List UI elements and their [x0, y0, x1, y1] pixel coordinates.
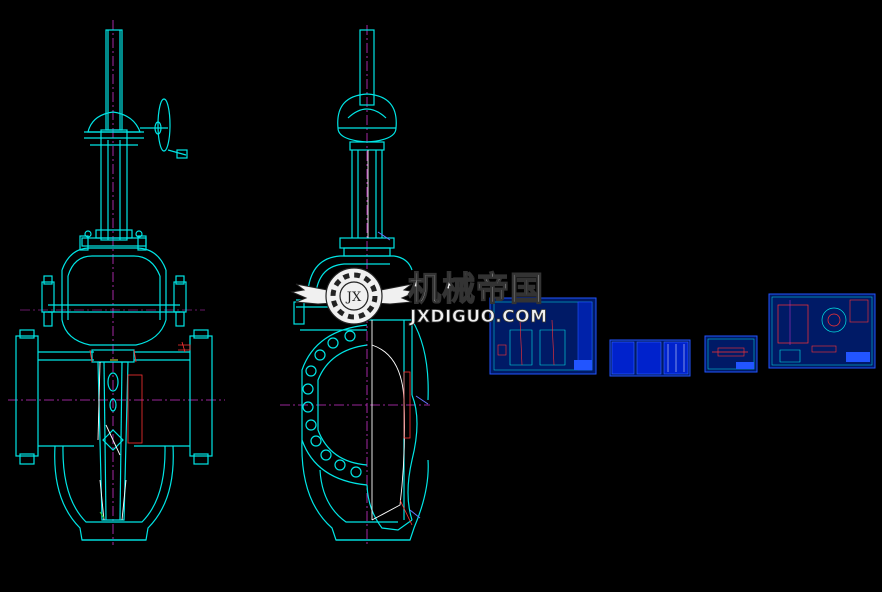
watermark-logo: JX — [290, 267, 418, 325]
side-view-leader-marks — [377, 231, 429, 519]
side-view-bolt-holes — [302, 330, 362, 478]
sheet-bonnet-detail[interactable] — [768, 293, 876, 369]
sheet-stem-detail[interactable] — [704, 335, 758, 373]
watermark-url: JXDIGUO.COM — [409, 307, 548, 327]
side-view-section-hatch — [399, 371, 413, 526]
sheet-assembly[interactable] — [489, 297, 597, 375]
front-view-white-parts — [97, 361, 127, 521]
front-view-dim-marks — [99, 511, 105, 519]
watermark-title: 机械帝国 — [408, 269, 544, 308]
logo-letters: JX — [345, 290, 362, 305]
gate-valve-front-view[interactable] — [8, 20, 225, 545]
front-view-section-hatch — [89, 341, 191, 444]
sheet-parts-list[interactable] — [609, 339, 691, 377]
gate-valve-side-view[interactable] — [280, 25, 430, 545]
